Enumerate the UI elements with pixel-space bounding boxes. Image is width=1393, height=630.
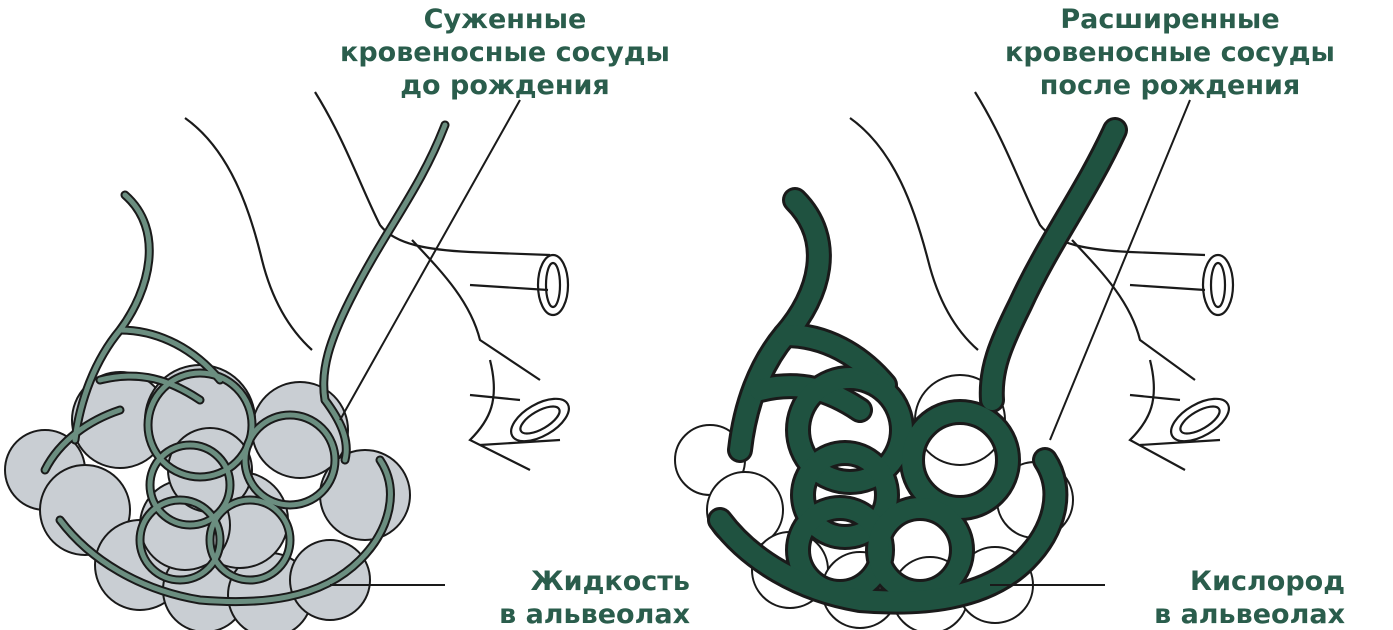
label-narrow-line-3: до рождения: [285, 70, 725, 103]
label-fluid: Жидкость в альвеолах: [440, 566, 690, 630]
label-narrow-vessels: Суженные кровеносные сосуды до рождения: [285, 4, 725, 103]
airway-tube-upper-left: [538, 255, 568, 315]
label-wide-line-3: после рождения: [960, 70, 1380, 103]
label-wide-line-1: Расширенные: [960, 4, 1380, 37]
airway-tube-upper-right: [1203, 255, 1233, 315]
panel-after-birth: [675, 92, 1236, 630]
label-narrow-line-2: кровеносные сосуды: [285, 37, 725, 70]
label-oxygen-line-1: Кислород: [1100, 566, 1345, 599]
label-narrow-line-1: Суженные: [285, 4, 725, 37]
label-oxygen: Кислород в альвеолах: [1100, 566, 1345, 630]
label-fluid-line-1: Жидкость: [440, 566, 690, 599]
leader-line-wide: [1050, 100, 1190, 440]
label-fluid-line-2: в альвеолах: [440, 599, 690, 630]
label-wide-vessels: Расширенные кровеносные сосуды после рож…: [960, 4, 1380, 103]
label-oxygen-line-2: в альвеолах: [1100, 599, 1345, 630]
panel-before-birth: [5, 92, 576, 630]
label-wide-line-2: кровеносные сосуды: [960, 37, 1380, 70]
